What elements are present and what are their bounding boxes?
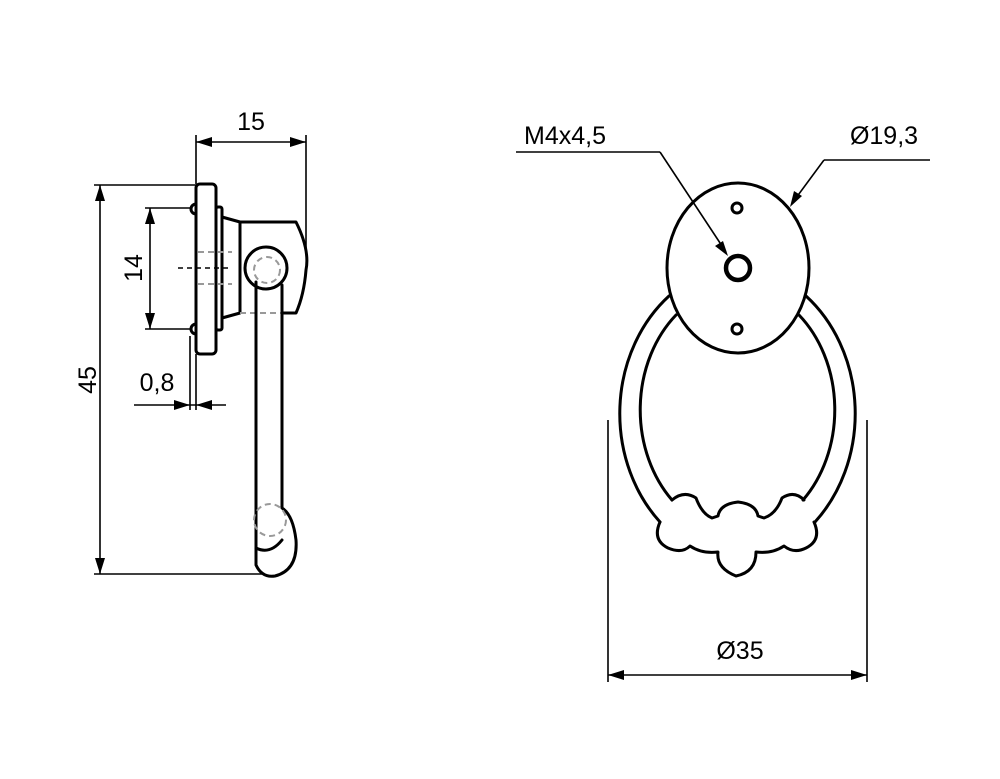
rosette-plate — [665, 181, 811, 355]
ring-ornament — [655, 493, 819, 578]
side-view: 15 45 14 0,8 — [74, 108, 309, 578]
hinge-block — [238, 220, 309, 315]
leader-arrow — [715, 241, 728, 256]
dim-height-label: 45 — [74, 366, 102, 394]
ring-inner — [638, 313, 837, 502]
pin-hole-bottom — [730, 322, 744, 336]
leader-arrow — [790, 191, 802, 207]
dim-offset-label: 0,8 — [140, 369, 175, 397]
neck — [220, 215, 242, 320]
dim-hole-spacing-label: 14 — [120, 254, 148, 282]
front-view: M4x4,5 Ø19,3 Ø35 — [516, 122, 930, 682]
ring-outer — [618, 294, 857, 524]
hinge-ring-inner — [253, 256, 281, 284]
mounting-plate — [194, 182, 218, 356]
pin-hole-top — [730, 201, 744, 215]
plate-diameter-label: Ø19,3 — [850, 122, 918, 150]
leader-line — [659, 151, 727, 253]
hinge-ring-outer — [243, 245, 289, 291]
thread-label: M4x4,5 — [524, 122, 606, 150]
ring-diameter-label: Ø35 — [716, 637, 763, 665]
ring-bar — [254, 280, 298, 578]
dim-width-label: 15 — [237, 108, 265, 136]
pin-top — [189, 202, 198, 216]
arrowheads — [174, 400, 212, 410]
bar-curl — [254, 538, 284, 552]
thread-hole — [723, 253, 753, 283]
bar-hidden-knob — [253, 503, 287, 537]
